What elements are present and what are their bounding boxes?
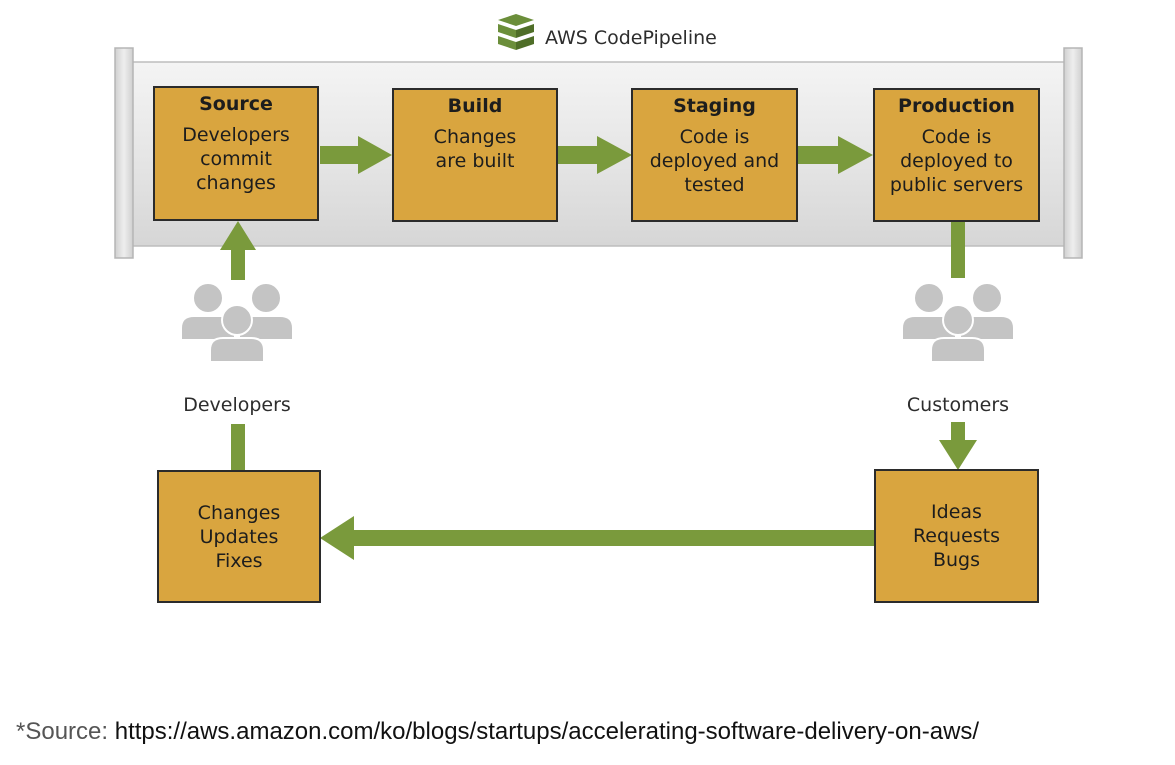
- stage-source: Source Developers commit changes: [153, 86, 319, 221]
- connector-changes-to-developers: [231, 424, 245, 472]
- stage-description: Developers commit changes: [182, 124, 290, 194]
- stage-title: Staging: [673, 95, 756, 117]
- stage-title: Source: [199, 93, 273, 115]
- stage-description: Changes are built: [433, 126, 517, 172]
- stage-arrows: [320, 136, 873, 174]
- stage-build: Build Changes are built: [392, 88, 558, 222]
- connector-production-to-customers: [951, 222, 965, 278]
- brand-name: AWS CodePipeline: [545, 27, 717, 49]
- arrow-staging-to-production: [797, 136, 873, 174]
- stage-description: Code is deployed and tested: [649, 126, 780, 196]
- arrow-ideas-to-changes: [320, 516, 876, 560]
- source-citation: *Source: https://aws.amazon.com/ko/blogs…: [16, 718, 979, 746]
- stage-production: Production Code is deployed to public se…: [873, 88, 1040, 222]
- stage-description: Code is deployed to public servers: [889, 126, 1024, 196]
- codepipeline-logo-icon: [498, 14, 534, 50]
- changes-box: Changes Updates Fixes: [157, 470, 321, 603]
- ideas-box: Ideas Requests Bugs: [874, 469, 1039, 603]
- arrow-customers-to-ideas: [939, 422, 977, 470]
- arrow-developers-to-source: [220, 221, 256, 280]
- source-url-link[interactable]: https://aws.amazon.com/ko/blogs/startups…: [114, 718, 980, 745]
- arrow-build-to-staging: [557, 136, 632, 174]
- arrow-source-to-build: [320, 136, 392, 174]
- customers-label: Customers: [906, 394, 1010, 416]
- changes-text: Changes Updates Fixes: [197, 501, 281, 572]
- source-prefix: *Source:: [16, 718, 115, 745]
- customers-people-icon: [901, 282, 1015, 363]
- stage-title: Build: [447, 95, 503, 117]
- stage-staging: Staging Code is deployed and tested: [631, 88, 798, 222]
- developers-people-icon: [180, 282, 294, 363]
- ideas-text: Ideas Requests Bugs: [912, 501, 1001, 571]
- developers-label: Developers: [183, 394, 291, 416]
- stage-title: Production: [898, 95, 1015, 117]
